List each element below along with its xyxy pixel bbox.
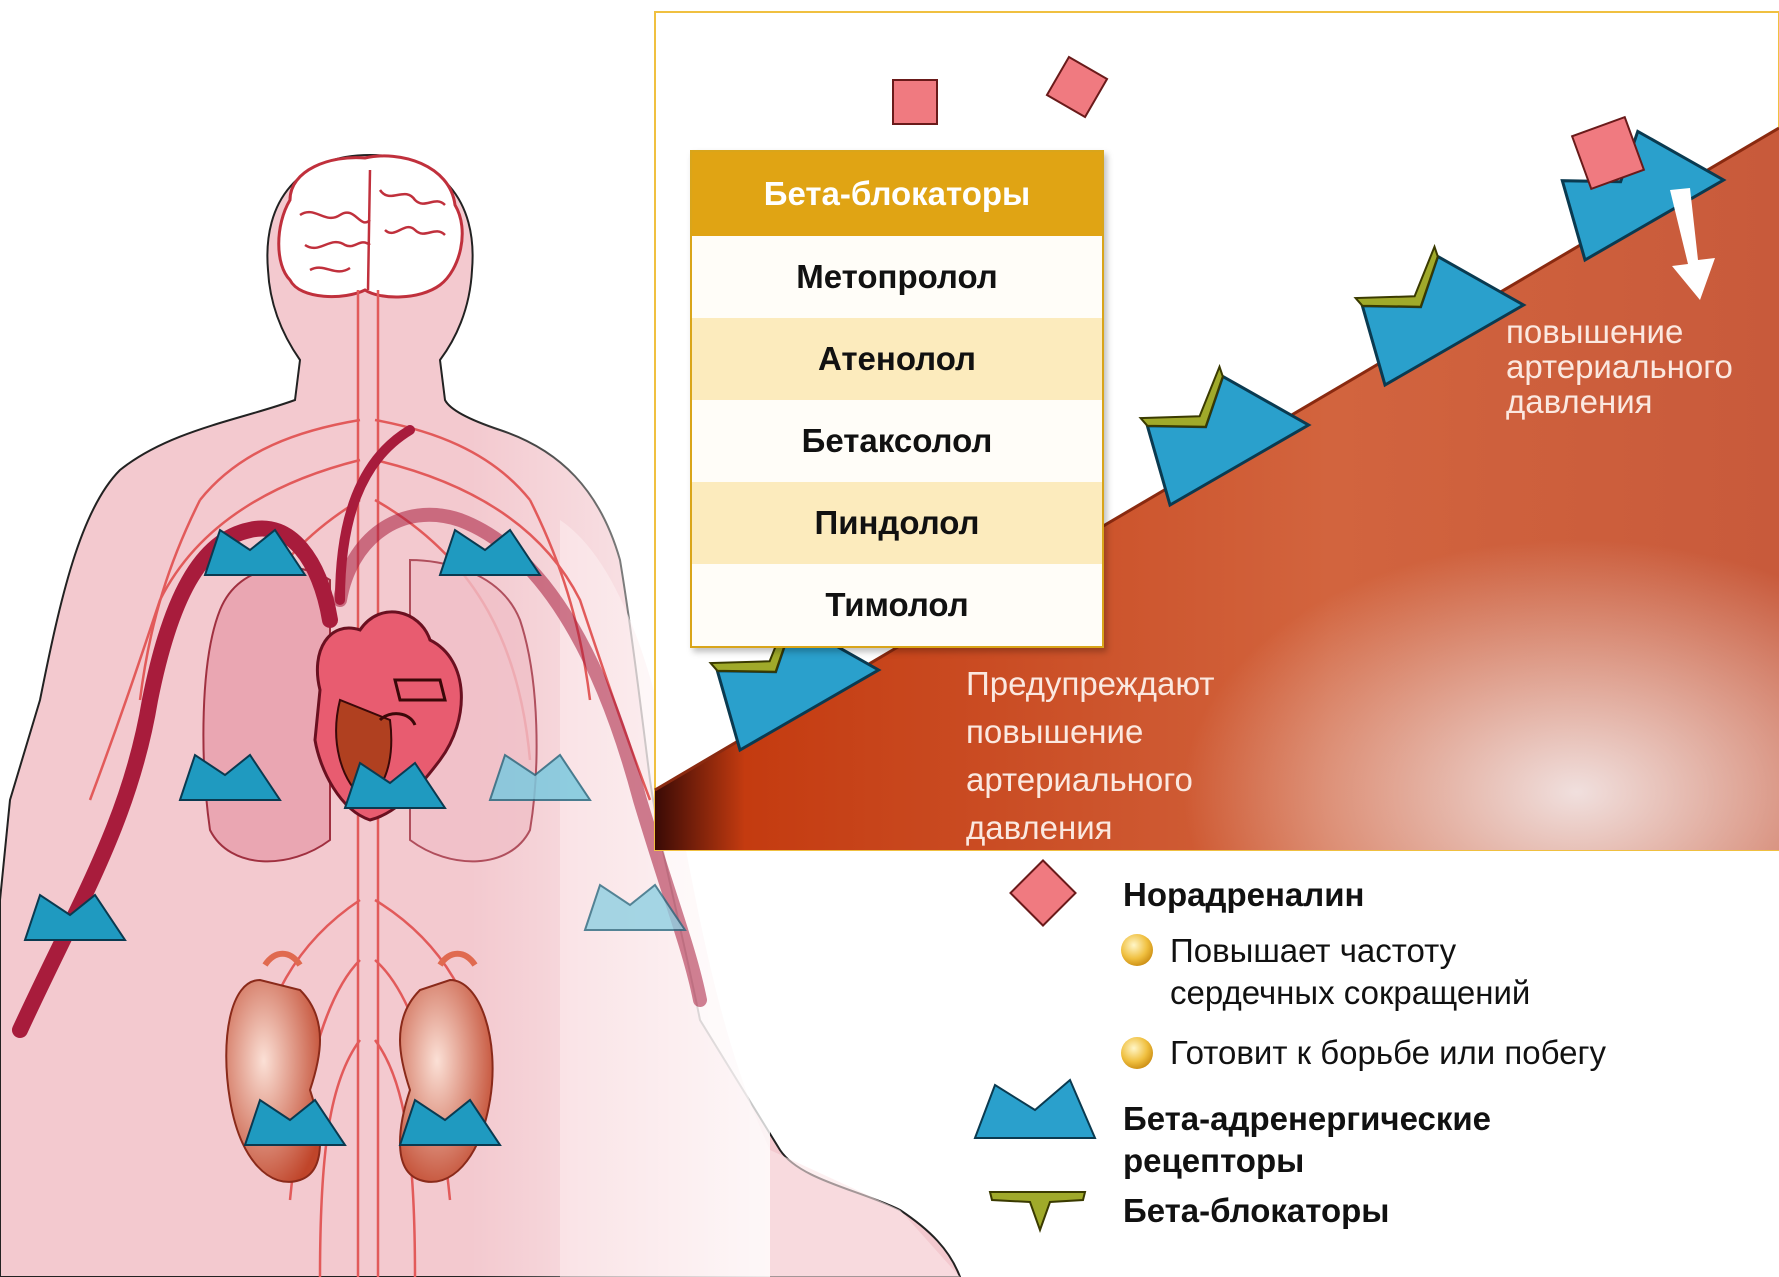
bullet-icon bbox=[1121, 1037, 1153, 1069]
noradrenaline-icon bbox=[893, 80, 937, 124]
legend-receptors-line: рецепторы bbox=[1123, 1140, 1491, 1182]
legend-blockers: Бета-блокаторы bbox=[1123, 1192, 1389, 1230]
prevent-line: повышение bbox=[966, 713, 1143, 750]
table-row: Бетаксолол bbox=[692, 400, 1102, 482]
table-row: Пиндолол bbox=[692, 482, 1102, 564]
table-row: Тимолол bbox=[692, 564, 1102, 646]
prevent-line: артериального bbox=[966, 761, 1193, 798]
legend-noradrenaline: Норадреналин bbox=[1123, 876, 1364, 914]
noradrenaline-icon bbox=[1010, 860, 1075, 925]
legend-bullet-2: Готовит к борьбе или побегу bbox=[1170, 1032, 1606, 1074]
table-row: Атенолол bbox=[692, 318, 1102, 400]
receptor-icon bbox=[975, 1080, 1095, 1138]
blocker-icon bbox=[990, 1192, 1085, 1230]
beta-blockers-table: Бета-блокаторы Метопролол Атенолол Бетак… bbox=[690, 150, 1104, 648]
legend-receptors: Бета-адренергические рецепторы bbox=[1123, 1098, 1491, 1182]
legend-receptors-line: Бета-адренергические bbox=[1123, 1098, 1491, 1140]
prevent-line: давления bbox=[966, 809, 1113, 846]
table-row: Метопролол bbox=[692, 236, 1102, 318]
bullet-icon bbox=[1121, 934, 1153, 966]
legend-bullet-1-line: Повышает частоту bbox=[1170, 930, 1530, 972]
legend-bullet-1: Повышает частоту сердечных сокращений bbox=[1170, 930, 1530, 1014]
legend-bullet-1-line: сердечных сокращений bbox=[1170, 972, 1530, 1014]
raise-line: давления bbox=[1506, 383, 1653, 420]
brain-icon bbox=[279, 156, 462, 297]
prevent-line: Предупреждают bbox=[966, 665, 1214, 702]
raise-line: артериального bbox=[1506, 348, 1733, 385]
table-header: Бета-блокаторы bbox=[692, 152, 1102, 236]
raise-line: повышение bbox=[1506, 313, 1683, 350]
